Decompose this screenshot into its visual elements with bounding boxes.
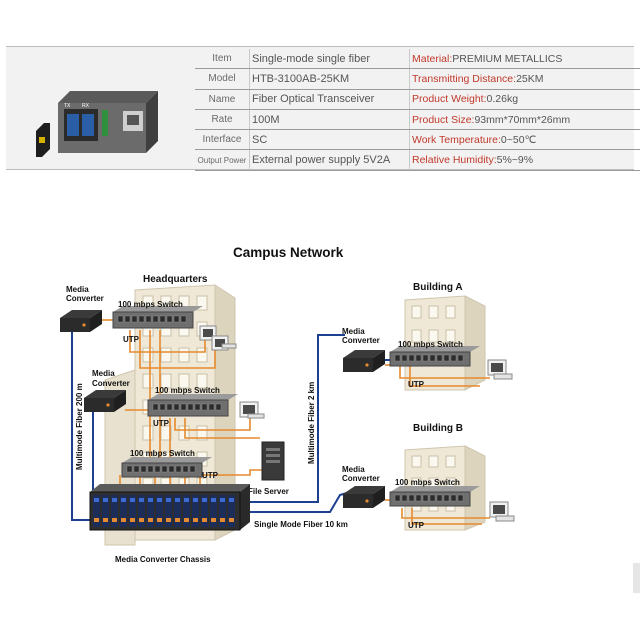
switch-hq-2: [147, 394, 238, 417]
spec-property-value: 0~50℃: [500, 133, 537, 146]
spec-property-name: Material: [412, 52, 450, 65]
spec-property: Material:PREMIUM METALLICS: [409, 49, 640, 70]
spec-label: Name: [195, 89, 250, 110]
switch-building-a: [389, 346, 480, 367]
utp-label-hq-2: UTP: [153, 419, 170, 428]
spec-property-name: Transmitting Distance: [412, 72, 514, 85]
building-a-label: Building A: [413, 282, 463, 293]
file-server-label: File Server: [248, 487, 289, 496]
utp-label-hq-3: UTP: [202, 471, 219, 480]
spec-property: Product Weight:0.26kg: [409, 89, 640, 110]
file-server: [261, 441, 285, 481]
fiber-10km-label: Single Mode Fiber 10 km: [254, 520, 348, 529]
spec-label: Output Power: [195, 149, 250, 171]
spec-property: Work Temperature:0~50℃: [409, 129, 640, 151]
spec-label: Item: [195, 49, 250, 70]
spec-property-value: 5%~9%: [496, 154, 534, 167]
spec-property-name: Work Temperature: [412, 133, 498, 146]
switch-building-a-label: 100 mbps Switch: [398, 340, 463, 349]
computers-building-b: [489, 501, 515, 522]
spec-property-name: Product Weight: [412, 93, 484, 106]
spec-value: Single-mode single fiber: [249, 49, 410, 70]
spec-property: Product Size:93mm*70mm*26mm: [409, 109, 640, 131]
page-edge-tab: [633, 563, 640, 593]
fiber-200m-label: Multimode Fiber 200 m: [75, 383, 84, 470]
utp-label-building-a: UTP: [408, 380, 425, 389]
switch-hq-3-label: 100 mbps Switch: [130, 449, 195, 458]
utp-label-hq-1: UTP: [123, 335, 140, 344]
switch-hq-2-label: 100 mbps Switch: [155, 386, 220, 395]
spec-value: SC: [249, 129, 410, 151]
diagram-title: Campus Network: [233, 245, 344, 260]
fiber-2km-label: Multimode Fiber 2 km: [307, 382, 316, 464]
media-converter-building-a: [343, 350, 385, 372]
photo-rx-label: RX: [82, 103, 90, 109]
spec-property-value: PREMIUM METALLICS: [452, 52, 563, 65]
spec-value: 100M: [249, 109, 410, 131]
spec-value: Fiber Optical Transceiver: [249, 89, 410, 110]
switch-building-b: [389, 486, 480, 507]
utp-label-building-b: UTP: [408, 521, 425, 530]
spec-value: HTB-3100AB-25KM: [249, 68, 410, 90]
media-converter-building-b: [343, 486, 385, 508]
campus-network-diagram: Campus Network Headquarters Building A B…: [60, 245, 515, 564]
switch-hq-3: [121, 457, 212, 478]
switch-hq-1: [112, 306, 203, 329]
computers-building-a: [487, 359, 513, 380]
spec-label: Rate: [195, 109, 250, 131]
photo-tx-label: TX: [64, 103, 71, 109]
media-converter-hq-1: [60, 310, 102, 332]
spec-property-name: Product Size: [412, 113, 472, 126]
spec-property-name: Relative Humidity: [412, 154, 494, 167]
spec-property-value: 25KM: [516, 72, 544, 85]
spec-property: Transmitting Distance:25KM: [409, 68, 640, 90]
spec-label: Model: [195, 68, 250, 90]
spec-value: External power supply 5V2A: [249, 149, 410, 171]
spec-property-value: 93mm*70mm*26mm: [474, 113, 571, 126]
media-converter-chassis: [89, 484, 250, 531]
headquarters-label: Headquarters: [143, 274, 208, 285]
spec-property-value: 0.26kg: [486, 93, 519, 106]
chassis-label: Media Converter Chassis: [115, 555, 211, 564]
computers-hq-1: [199, 325, 237, 351]
building-b-label: Building B: [413, 423, 463, 434]
switch-hq-1-label: 100 mbps Switch: [118, 300, 183, 309]
switch-building-b-label: 100 mbps Switch: [395, 478, 460, 487]
spec-property: Relative Humidity:5%~9%: [409, 149, 640, 171]
computers-hq-2: [239, 401, 265, 419]
spec-label: Interface: [195, 129, 250, 151]
product-photo: TX RX: [36, 91, 158, 157]
media-converter-hq-2: [84, 390, 126, 412]
